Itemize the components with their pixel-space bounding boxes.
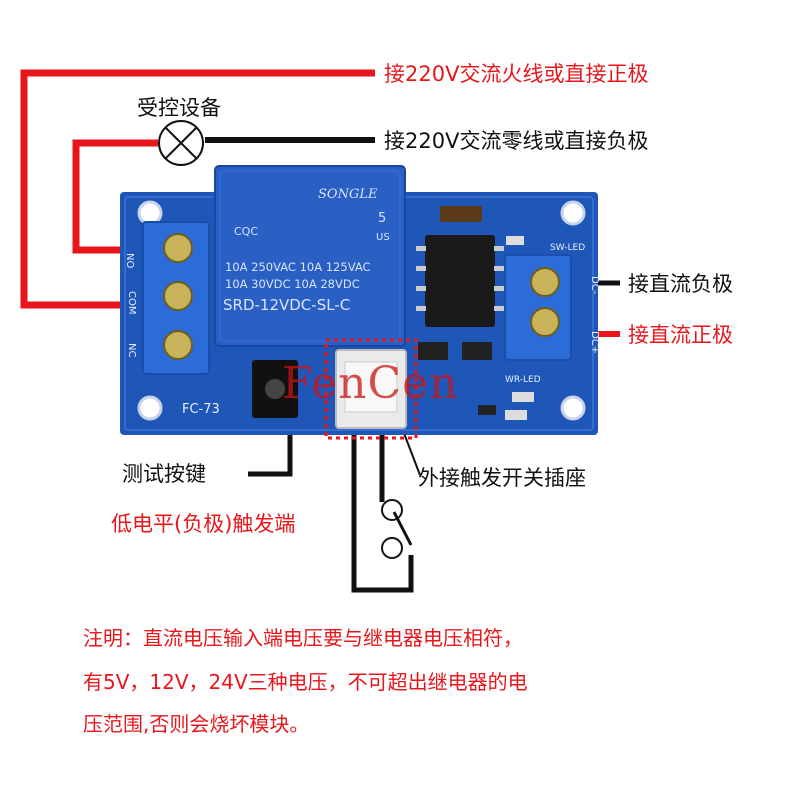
ic-chip [416,235,504,327]
mount-hole [560,200,586,226]
watermark: FenCen [282,358,459,409]
test-button-label: 测试按键 [122,462,206,486]
note-line-3: 压范围,否则会烧坏模块。 [83,712,310,736]
test-button: FC-73 [182,360,298,418]
terminal-label-com: COM [126,291,137,314]
relay-rating-2: 10A 30VDC 10A 28VDC [225,277,360,291]
neutral-line-label: 接220V交流零线或直接负极 [384,129,649,153]
note-line-1: 注明：直流电压输入端电压要与继电器电压相符， [83,626,523,650]
mount-hole [560,395,586,421]
low-level-trigger-label: 低电平(负极)触发端 [111,512,296,536]
ext-trigger-socket-label: 外接触发开关插座 [418,466,586,490]
trigger-wire-left [351,435,414,593]
led-label-wr: WR-LED [505,375,541,385]
external-switch [381,499,413,559]
live-line-label: 接220V交流火线或直接正极 [384,62,649,86]
terminal-screw-nc [163,330,193,360]
relay-cert-5: 5 [378,211,386,226]
lamp-wire [72,139,158,254]
led-label-sw: SW-LED [550,243,585,253]
terminal-label-nc: NC [126,343,137,357]
controlled-device-label: 受控设备 [137,96,221,120]
relay: SONGLE CQC 5 US 10A 250VAC 10A 125VAC 10… [214,165,406,347]
terminal-screw-no [163,233,193,263]
relay-model: SRD-12VDC-SL-C [223,296,350,314]
output-terminal: NO COM NC [124,221,210,375]
mount-hole [137,395,163,421]
dc-positive-label: 接直流正极 [628,323,733,347]
mount-hole [137,200,163,226]
test-button-wire [248,435,293,477]
note-line-2: 有5V，12V，24V三种电压，不可超出继电器的电 [83,670,528,694]
terminal-screw-com [163,281,193,311]
relay-rating-1: 10A 250VAC 10A 125VAC [225,260,371,274]
smd-components: SW-LED WR-LED [418,206,585,420]
board-model-name: FC-73 [182,402,220,417]
dc-negative-label: 接直流负极 [628,272,733,296]
trigger-socket [324,338,418,440]
power-terminal: DC- DC+ [504,254,600,361]
relay-cert-us: US [376,232,390,243]
relay-cert-cqc: CQC [234,225,258,238]
power-label-positive: DC+ [589,331,600,354]
live-wire [20,69,375,309]
power-label-negative: DC- [589,276,600,295]
power-screw-positive [530,307,560,337]
relay-brand: SONGLE [318,187,378,202]
terminal-label-no: NO [124,253,135,268]
wiring [20,69,620,593]
lamp-icon [158,120,204,166]
power-screw-negative [530,267,560,297]
